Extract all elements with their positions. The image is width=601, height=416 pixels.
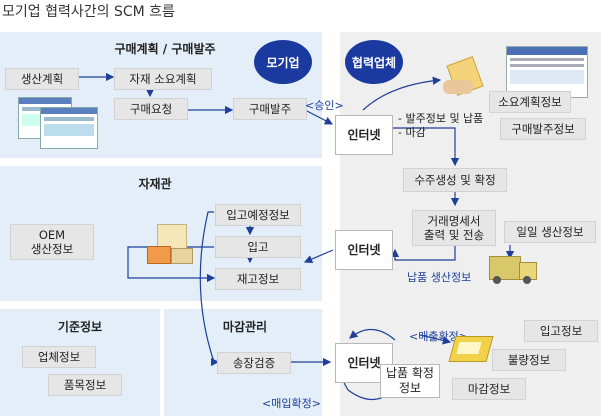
inventory-box: 재고정보 <box>215 268 301 290</box>
partner-company-badge: 협력업체 <box>345 40 403 84</box>
delivery-confirm-box: 납품 확정 정보 <box>380 364 440 398</box>
master-section-title: 기준정보 <box>57 320 103 334</box>
delivery-production-label: 납품 생산정보 <box>407 271 472 284</box>
receipt-box: 입고 <box>215 236 301 258</box>
material-requirement-plan-box: 자재 소요계획 <box>114 68 212 90</box>
material-section-title: 자재관 <box>138 177 172 191</box>
invoice-check-box: 송장검증 <box>217 352 291 374</box>
truck-icon <box>485 250 541 290</box>
sales-confirm-label: <매출확정> <box>409 330 468 343</box>
approval-label: <승인> <box>305 99 344 112</box>
parent-company-badge: 모기업 <box>254 40 312 84</box>
receipt-schedule-box: 입고예정정보 <box>215 204 301 226</box>
purchase-order-box: 구매발주 <box>233 98 307 120</box>
parcel-icon <box>145 222 197 266</box>
closing-label: - 마감 <box>398 126 426 139</box>
order-create-box: 수주생성 및 확정 <box>403 168 507 192</box>
daily-production-box: 일일 생산정보 <box>504 221 596 243</box>
vendor-info-box: 업체정보 <box>22 346 96 368</box>
purchase-section-title: 구매계획 / 구매발주 <box>114 42 216 56</box>
internet-box-2: 인터넷 <box>335 230 393 270</box>
internet-box-1: 인터넷 <box>335 115 393 155</box>
closing-info-box: 마감정보 <box>452 378 526 400</box>
erp-screenshot-image <box>18 97 98 149</box>
webpage-screenshot-image <box>506 46 588 98</box>
closing-section-title: 마감관리 <box>222 320 268 334</box>
receipt-info-box: 입고정보 <box>524 320 598 342</box>
item-info-box: 품목정보 <box>48 374 122 396</box>
purchase-confirm-label: <매입확정> <box>262 397 321 410</box>
page-title: 모기업 협력사간의 SCM 흐름 <box>2 4 175 20</box>
requirement-plan-info-box: 소요계획정보 <box>489 91 571 113</box>
defect-info-box: 불량정보 <box>492 349 566 371</box>
statement-print-box: 거래명세서 출력 및 전송 <box>412 210 496 246</box>
purchase-order-info-box: 구매발주정보 <box>500 118 586 140</box>
purchase-request-box: 구매요청 <box>114 98 188 120</box>
production-plan-box: 생산계획 <box>5 68 79 90</box>
folder-icon <box>448 334 494 364</box>
oem-production-box: OEM 생산정보 <box>10 224 94 260</box>
po-delivery-label: - 발주정보 및 납품 <box>398 112 484 125</box>
document-hand-icon <box>443 56 491 98</box>
